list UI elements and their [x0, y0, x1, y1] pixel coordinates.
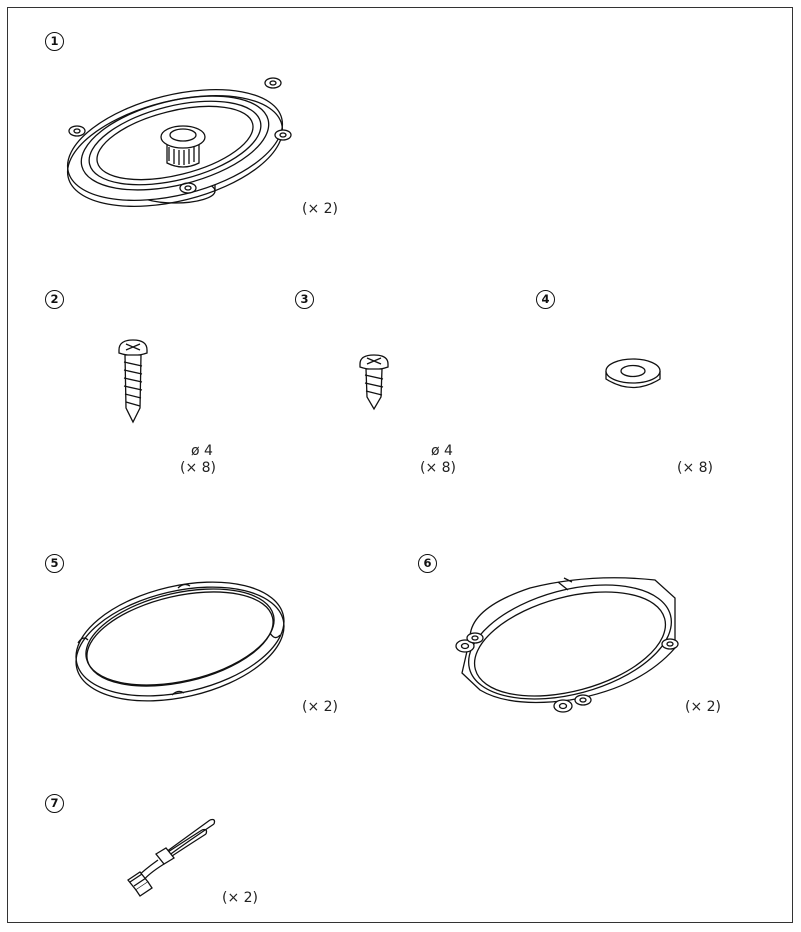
item-3-quantity: (× 8) — [420, 460, 457, 476]
item-7-number-badge: 7 — [45, 794, 64, 813]
item-4-quantity: (× 8) — [677, 460, 714, 476]
short-tapping-screw-icon — [358, 353, 390, 411]
washer-icon — [603, 356, 663, 396]
item-1-number-badge: 1 — [45, 32, 64, 51]
parts-list-frame: 1 (× 2) — [7, 7, 793, 923]
coaxial-speaker-icon — [63, 63, 303, 213]
item-7-quantity: (× 2) — [222, 890, 259, 906]
item-2-number-badge: 2 — [45, 290, 64, 309]
item-2-quantity: (× 8) — [180, 460, 217, 476]
item-1-quantity: (× 2) — [302, 201, 339, 217]
item-5-quantity: (× 2) — [302, 699, 339, 715]
long-tapping-screw-icon — [116, 338, 150, 424]
item-6-quantity: (× 2) — [685, 699, 722, 715]
item-4-number-badge: 4 — [536, 290, 555, 309]
item-3-number-badge: 3 — [295, 290, 314, 309]
item-5-number-badge: 5 — [45, 554, 64, 573]
mounting-bracket-icon — [440, 568, 685, 713]
item-3-diameter: ø 4 — [431, 443, 453, 459]
item-6-number-badge: 6 — [418, 554, 437, 573]
item-2-diameter: ø 4 — [191, 443, 213, 459]
wire-harness-icon — [118, 816, 218, 900]
gasket-ring-icon — [70, 573, 290, 705]
